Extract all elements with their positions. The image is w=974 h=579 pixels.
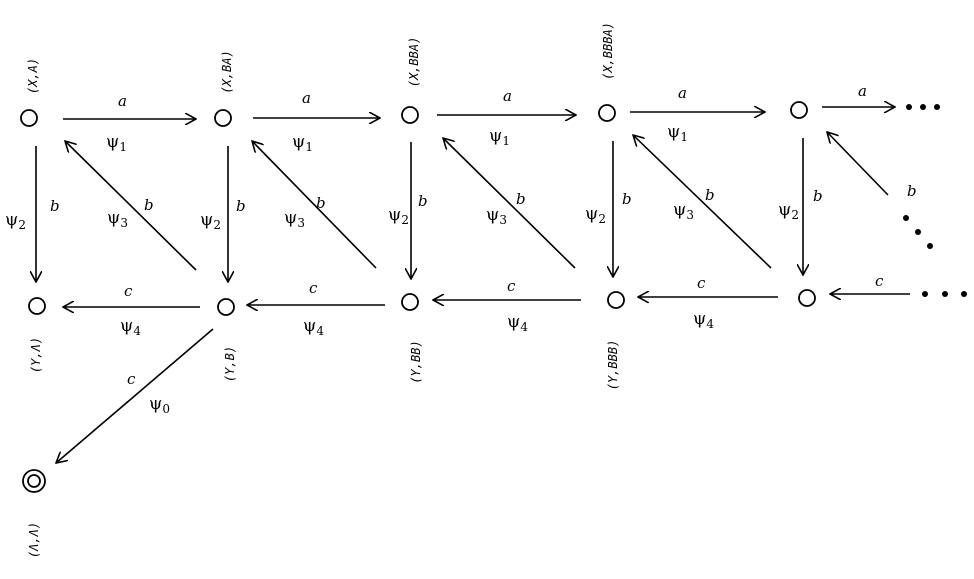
label-b-diag-5: b xyxy=(907,182,917,200)
label-psi4-4: ψ4 xyxy=(693,309,714,331)
state-label-x-a: (X,A) xyxy=(26,58,40,94)
label-c-3: c xyxy=(507,277,516,295)
state-label-y-b: (Y,B) xyxy=(223,346,237,382)
node-x-bbba xyxy=(598,104,616,122)
edge-b-diag-2 xyxy=(252,141,377,269)
label-psi2-1: ψ2 xyxy=(5,210,26,232)
node-y-lambda xyxy=(28,297,46,315)
label-c-1: c xyxy=(124,282,133,300)
label-psi2-5: ψ2 xyxy=(778,200,799,222)
label-b-down-5: b xyxy=(813,187,823,205)
label-b-down-4: b xyxy=(622,190,632,208)
node-y-b xyxy=(217,298,235,316)
label-psi4-3: ψ4 xyxy=(507,312,528,334)
label-c-4: c xyxy=(697,274,706,292)
label-psi1-1: ψ1 xyxy=(106,132,127,154)
label-psi2-2: ψ2 xyxy=(200,210,221,232)
label-b-diag-3: b xyxy=(516,190,526,208)
node-x-ba xyxy=(214,109,232,127)
node-y-bbb xyxy=(607,291,625,309)
label-c-final: c xyxy=(127,370,136,388)
label-c-5: c xyxy=(875,272,884,290)
ellipsis-bottom xyxy=(922,291,967,297)
ellipsis-diagonal xyxy=(903,215,933,249)
state-label-y-lambda: (Y,Λ) xyxy=(29,337,43,373)
label-a-3: a xyxy=(503,87,512,105)
edge-c-final xyxy=(56,328,214,463)
label-b-down-3: b xyxy=(418,192,428,210)
state-label-x-bbba: (X,BBBA) xyxy=(601,22,615,80)
label-psi0: ψ0 xyxy=(149,394,170,416)
label-psi1-4: ψ1 xyxy=(667,122,688,144)
label-psi3-4: ψ3 xyxy=(673,200,694,222)
node-final-inner xyxy=(27,474,41,488)
state-label-x-bba: (X,BBA) xyxy=(407,37,421,88)
node-y-next xyxy=(798,289,816,307)
node-y-bb xyxy=(401,293,419,311)
label-a-4: a xyxy=(678,84,687,102)
node-x-bba xyxy=(401,106,419,124)
label-b-diag-4: b xyxy=(705,186,715,204)
label-c-2: c xyxy=(309,279,318,297)
label-a-1: a xyxy=(118,92,127,110)
state-label-lambda-lambda: (Λ,Λ) xyxy=(27,522,41,558)
edge-b-diag-5 xyxy=(827,132,889,196)
label-a-5: a xyxy=(858,82,867,100)
label-psi2-4: ψ2 xyxy=(585,204,606,226)
label-psi4-1: ψ4 xyxy=(120,316,141,338)
label-b-down-2: b xyxy=(236,197,246,215)
label-b-down-1: b xyxy=(50,197,60,215)
edge-b-diag-3 xyxy=(443,138,576,269)
label-psi2-3: ψ2 xyxy=(388,205,409,227)
state-label-y-bbb: (Y,BBB) xyxy=(606,340,620,391)
node-x-a xyxy=(20,109,38,127)
label-psi3-3: ψ3 xyxy=(486,205,507,227)
label-psi3-1: ψ3 xyxy=(107,208,128,230)
label-psi1-3: ψ1 xyxy=(489,126,510,148)
edge-b-diag-1 xyxy=(65,141,197,271)
label-psi4-2: ψ4 xyxy=(303,316,324,338)
state-label-y-bb: (Y,BB) xyxy=(409,340,423,383)
label-a-2: a xyxy=(302,89,311,107)
label-b-diag-1: b xyxy=(144,196,154,214)
node-x-next xyxy=(790,101,808,119)
label-b-diag-2: b xyxy=(316,194,326,212)
label-psi1-2: ψ1 xyxy=(292,132,313,154)
label-psi3-2: ψ3 xyxy=(284,208,305,230)
state-label-x-ba: (X,BA) xyxy=(220,50,234,93)
ellipsis-top xyxy=(906,104,940,110)
edge-b-diag-4 xyxy=(633,135,772,269)
